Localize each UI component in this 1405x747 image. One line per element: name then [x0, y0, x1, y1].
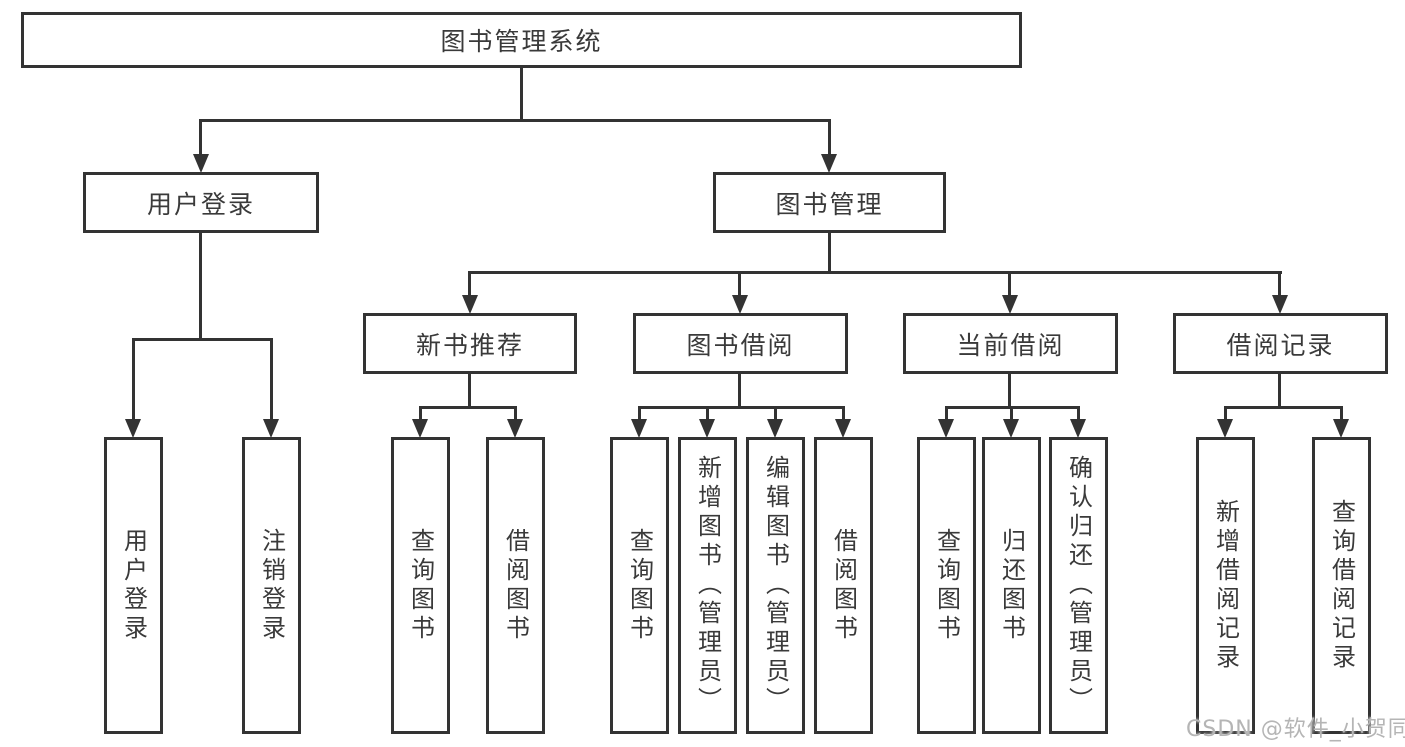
connector-leaf-drop	[842, 406, 845, 421]
node-root-library-system: 图书管理系统	[21, 12, 1022, 68]
leaf-br-add-borrow-record: 新增借阅记录	[1196, 437, 1255, 734]
leaf-br-query-borrow-record: 查询借阅记录	[1312, 437, 1371, 734]
connector-user-login-riser	[199, 233, 202, 338]
connector-root-riser	[520, 68, 523, 120]
arrow-down-icon	[125, 419, 141, 438]
node-new-book-recommend: 新书推荐	[363, 313, 577, 374]
connector-level3-drop	[468, 271, 471, 296]
leaf-bb-query-books: 查询图书	[610, 437, 669, 734]
arrow-down-icon	[821, 154, 837, 173]
arrow-down-icon	[699, 419, 715, 438]
leaf-bb-edit-books-admin: 编辑图书（管理员）	[746, 437, 805, 734]
arrow-down-icon	[462, 295, 478, 314]
arrow-down-icon	[835, 419, 851, 438]
connector-level3-drop	[1278, 271, 1281, 296]
leaf-cb-return-books: 归还图书	[982, 437, 1041, 734]
connector-br-bus	[1224, 406, 1343, 409]
csdn-watermark: CSDN @软件_小贺同学	[1186, 717, 1405, 742]
leaf-cb-query-books: 查询图书	[917, 437, 976, 734]
connector-level2-bus	[199, 119, 831, 122]
arrow-down-icon	[938, 419, 954, 438]
arrow-down-icon	[1333, 419, 1349, 438]
connector-bb-riser	[738, 374, 741, 406]
leaf-nb-query-books: 查询图书	[391, 437, 450, 734]
arrow-down-icon	[631, 419, 647, 438]
node-user-login: 用户登录	[83, 172, 319, 233]
connector-leaf-drop	[419, 406, 422, 421]
leaf-bb-add-books-admin: 新增图书（管理员）	[678, 437, 737, 734]
leaf-bb-borrow-books: 借阅图书	[814, 437, 873, 734]
arrow-down-icon	[1217, 419, 1233, 438]
arrow-down-icon	[1002, 295, 1018, 314]
connector-leaf-drop	[270, 338, 273, 420]
arrow-down-icon	[1272, 295, 1288, 314]
connector-level3-bus	[468, 271, 1282, 274]
connector-book-mgmt-riser	[828, 233, 831, 271]
connector-user-login-bus	[132, 338, 273, 341]
connector-leaf-drop	[132, 338, 135, 420]
connector-book-mgmt-drop	[828, 119, 831, 155]
connector-leaf-drop	[638, 406, 641, 421]
leaf-user-login: 用户登录	[104, 437, 163, 734]
connector-cb-riser	[1008, 374, 1011, 406]
leaf-logout: 注销登录	[242, 437, 301, 734]
node-book-borrow: 图书借阅	[633, 313, 848, 374]
leaf-nb-borrow-books: 借阅图书	[486, 437, 545, 734]
connector-leaf-drop	[514, 406, 517, 421]
leaf-cb-confirm-return-admin: 确认归还（管理员）	[1049, 437, 1108, 734]
arrow-down-icon	[1070, 419, 1086, 438]
connector-nb-bus	[419, 406, 517, 409]
connector-level3-drop	[738, 271, 741, 296]
connector-leaf-drop	[945, 406, 948, 421]
connector-br-riser	[1278, 374, 1281, 406]
arrow-down-icon	[412, 419, 428, 438]
connector-leaf-drop	[1340, 406, 1343, 421]
connector-leaf-drop	[1224, 406, 1227, 421]
arrow-down-icon	[193, 154, 209, 173]
node-current-borrow: 当前借阅	[903, 313, 1118, 374]
arrow-down-icon	[263, 419, 279, 438]
connector-bb-bus	[638, 406, 845, 409]
arrow-down-icon	[732, 295, 748, 314]
node-borrow-record: 借阅记录	[1173, 313, 1388, 374]
arrow-down-icon	[507, 419, 523, 438]
node-book-management: 图书管理	[713, 172, 946, 233]
arrow-down-icon	[767, 419, 783, 438]
connector-leaf-drop	[1010, 406, 1013, 421]
connector-level3-drop	[1008, 271, 1011, 296]
arrow-down-icon	[1003, 419, 1019, 438]
connector-leaf-drop	[706, 406, 709, 421]
connector-user-login-drop	[199, 119, 202, 155]
connector-nb-riser	[468, 374, 471, 406]
connector-leaf-drop	[774, 406, 777, 421]
connector-leaf-drop	[1077, 406, 1080, 421]
